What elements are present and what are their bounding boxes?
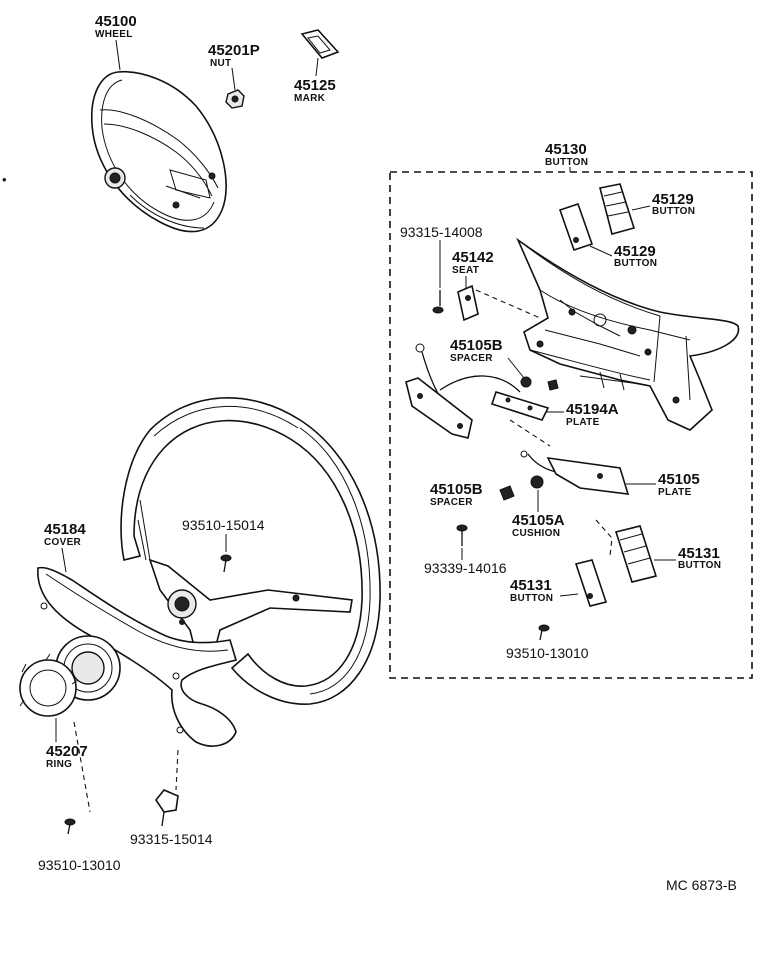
cushion-part bbox=[530, 475, 544, 489]
screw-93339-14016-part-number: 93339-14016 bbox=[424, 560, 507, 576]
mark-part-number: 45125 bbox=[294, 77, 336, 94]
plate-105-part-number: 45105 bbox=[658, 471, 700, 488]
screw-93510-13010-right-part-number: 93510-13010 bbox=[506, 645, 589, 661]
button-129-lower-part-name: BUTTON bbox=[614, 258, 657, 269]
plate-105-part bbox=[520, 450, 630, 495]
ring-part-name: RING bbox=[46, 759, 72, 770]
plate-194a-part-name: PLATE bbox=[566, 417, 600, 428]
screw-93315-15014-part-number: 93315-15014 bbox=[130, 831, 213, 847]
cushion-part-number: 45105A bbox=[512, 512, 565, 529]
screw-93315-15014-part bbox=[155, 789, 179, 827]
spacer-nut-part bbox=[547, 379, 559, 391]
button-assy-part-name: BUTTON bbox=[545, 157, 588, 168]
spacer-lower-part-name: SPACER bbox=[430, 497, 473, 508]
button-131-left-part-number: 45131 bbox=[510, 577, 552, 594]
screw-93510-13010-left-part bbox=[64, 818, 76, 835]
button-129-upper-part bbox=[599, 183, 636, 235]
button-131-right-part-name: BUTTON bbox=[678, 560, 721, 571]
button-131-left-part-name: BUTTON bbox=[510, 593, 553, 604]
spacer-upper-part-name: SPACER bbox=[450, 353, 493, 364]
ring-part-number: 45207 bbox=[46, 743, 88, 760]
screw-93510-13010-right-part bbox=[538, 624, 550, 641]
cover-part bbox=[37, 566, 237, 747]
cushion-part-name: CUSHION bbox=[512, 528, 560, 539]
steering-spoke-frame-part bbox=[516, 237, 740, 431]
nut-part-name: NUT bbox=[210, 58, 231, 69]
spacer-lower-part-number: 45105B bbox=[430, 481, 483, 498]
steering-wheel-ring-part bbox=[120, 397, 381, 705]
screw-93510-15014-part bbox=[220, 554, 232, 573]
seat-part-name: SEAT bbox=[452, 265, 479, 276]
nut-part-number: 45201P bbox=[208, 42, 260, 59]
screw-93315-14008-part bbox=[432, 290, 444, 314]
plate-194a-part bbox=[490, 391, 550, 421]
spacer-lower-part bbox=[499, 485, 515, 501]
ring-part bbox=[19, 653, 79, 717]
screw-93510-13010-left-part-number: 93510-13010 bbox=[38, 857, 121, 873]
diagram-code: MC 6873-B bbox=[666, 877, 737, 893]
nut-part bbox=[225, 89, 245, 109]
plate-105-part-name: PLATE bbox=[658, 487, 692, 498]
screw-93315-14008-part-number: 93315-14008 bbox=[400, 224, 483, 240]
spacer-upper-part bbox=[520, 376, 532, 388]
stray-mark: • bbox=[2, 172, 7, 187]
button-assy-group-box bbox=[389, 171, 753, 679]
mark-part-name: MARK bbox=[294, 93, 326, 104]
mark-part bbox=[300, 29, 340, 59]
button-assy-part-number: 45130 bbox=[545, 141, 587, 158]
cover-part-name: COVER bbox=[44, 537, 82, 548]
wheel-part-name: WHEEL bbox=[95, 29, 133, 40]
button-131-right-part-number: 45131 bbox=[678, 545, 720, 562]
screw-93510-15014-part-number: 93510-15014 bbox=[182, 517, 265, 533]
button-129-upper-part-name: BUTTON bbox=[652, 206, 695, 217]
button-129-lower-part bbox=[558, 202, 594, 252]
contact-plate-left-part bbox=[405, 377, 473, 439]
plate-194a-part-number: 45194A bbox=[566, 401, 619, 418]
button-129-upper-part-number: 45129 bbox=[652, 191, 694, 208]
wheel-part-number: 45100 bbox=[95, 13, 137, 30]
button-129-lower-part-number: 45129 bbox=[614, 243, 656, 260]
screw-93339-14016-part bbox=[456, 524, 468, 546]
cover-part-number: 45184 bbox=[44, 521, 86, 538]
seat-part-number: 45142 bbox=[452, 249, 494, 266]
button-131-right-part bbox=[614, 525, 658, 583]
seat-part bbox=[457, 284, 479, 322]
wheel-pad-part bbox=[90, 70, 227, 233]
spacer-upper-part-number: 45105B bbox=[450, 337, 503, 354]
button-131-left-part bbox=[574, 559, 608, 607]
